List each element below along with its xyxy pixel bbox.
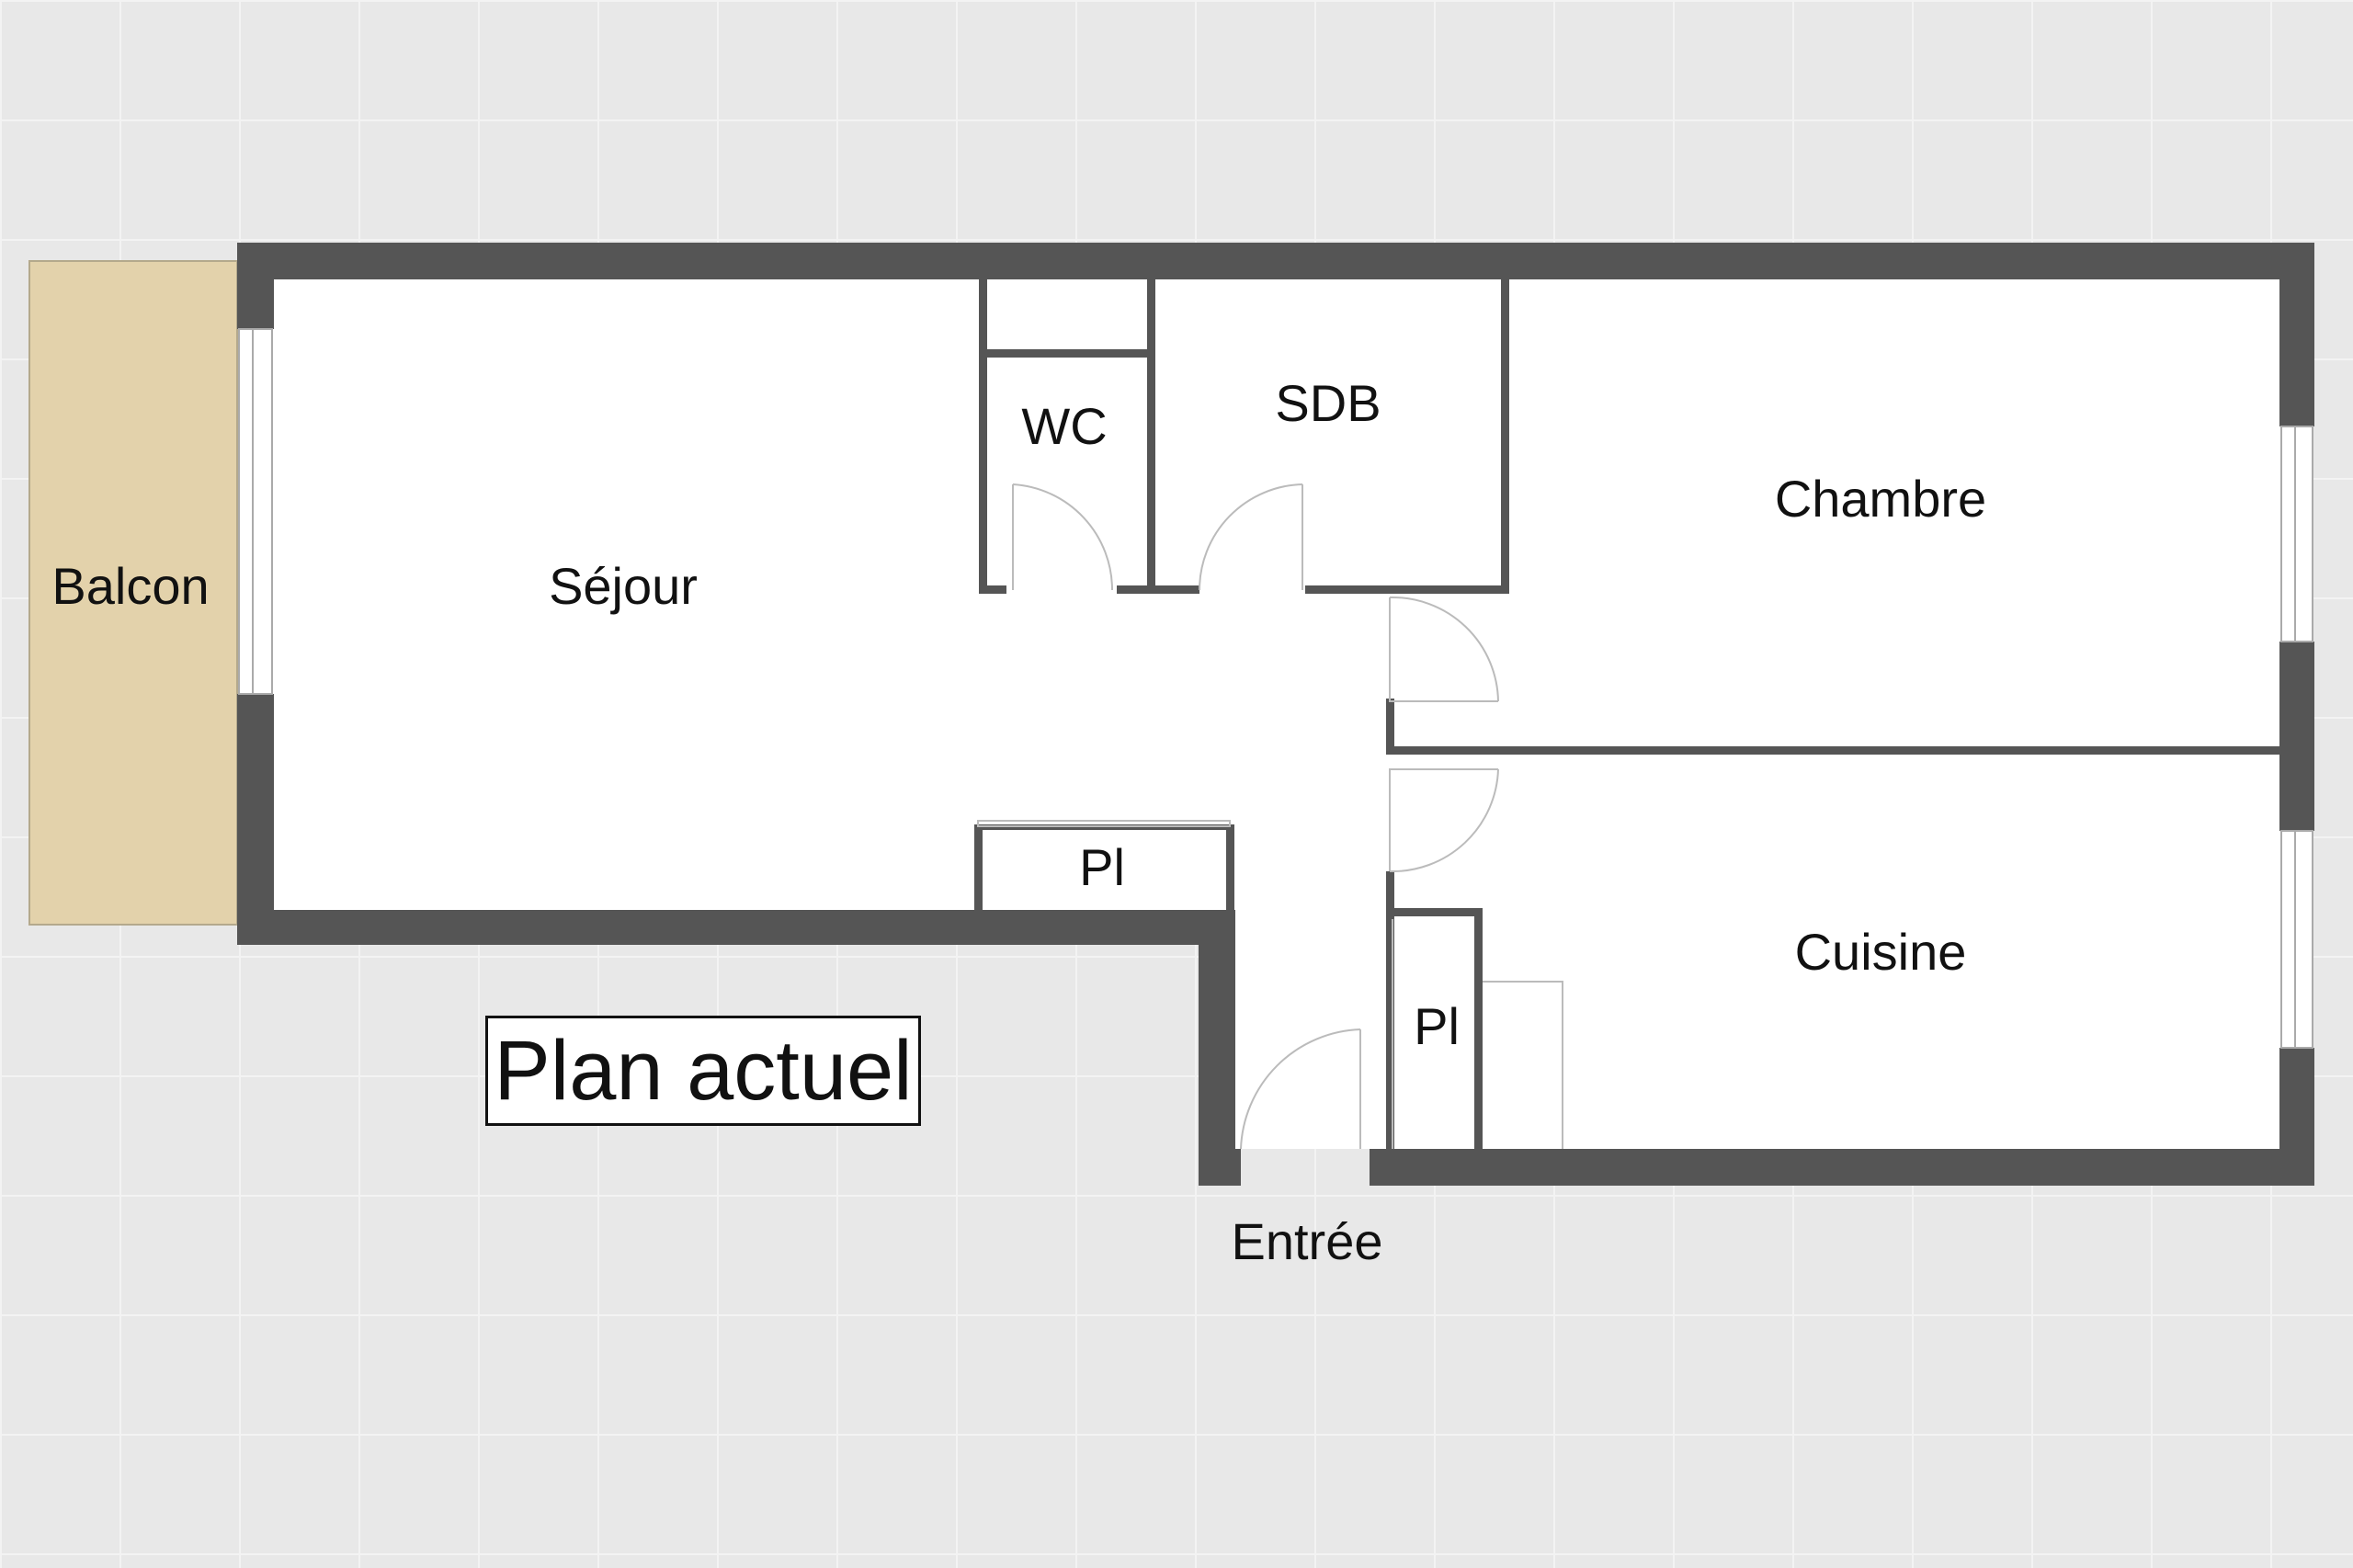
- plan-title: Plan actuel: [494, 1023, 913, 1118]
- window-mullions: [252, 329, 2296, 1048]
- balcony-area: [28, 260, 238, 926]
- windows: [238, 328, 2313, 1049]
- room-label-sdb: SDB: [1275, 374, 1381, 432]
- room-label-balcon: Balcon: [51, 557, 209, 615]
- floor-area: [270, 276, 2281, 1149]
- room-label-placard-sejour: Pl: [1079, 838, 1125, 896]
- room-label-chambre: Chambre: [1775, 470, 1986, 528]
- room-label-cuisine: Cuisine: [1795, 923, 1967, 981]
- room-label-wc: WC: [1021, 397, 1107, 455]
- plan-title-box: Plan actuel: [485, 1016, 921, 1126]
- room-label-placard-entree: Pl: [1414, 997, 1460, 1055]
- door-swings: [977, 483, 1563, 1150]
- outer-walls: [237, 243, 2314, 1186]
- room-label-entree: Entrée: [1232, 1212, 1383, 1270]
- room-label-sejour: Séjour: [549, 557, 698, 615]
